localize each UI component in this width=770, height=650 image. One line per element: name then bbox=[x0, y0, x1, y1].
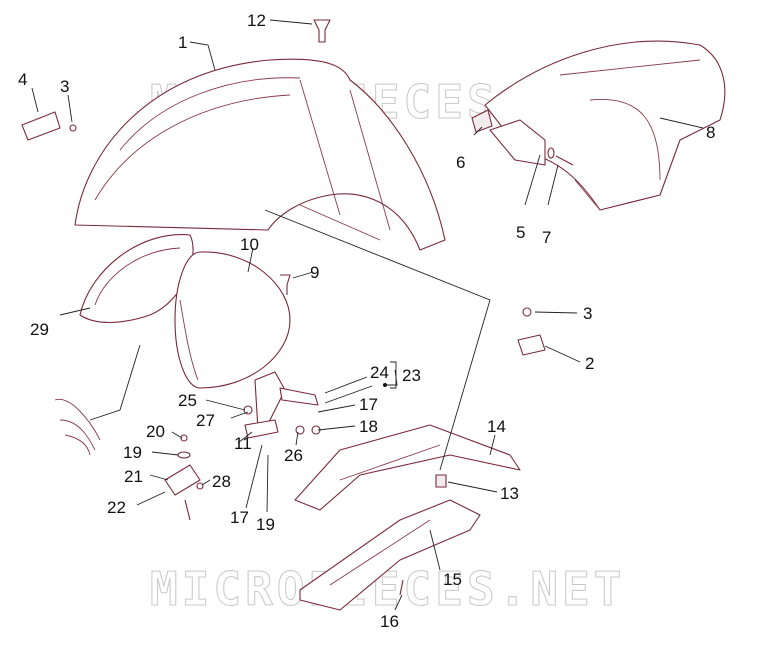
callout-3-left: 3 bbox=[60, 77, 69, 96]
top-screw-part bbox=[313, 19, 331, 43]
callout-13: 13 bbox=[500, 484, 519, 503]
callout-23-dot bbox=[383, 383, 387, 387]
callout-24: 24 bbox=[370, 363, 389, 382]
callout-27: 27 bbox=[196, 411, 215, 430]
callout-7: 7 bbox=[542, 228, 551, 247]
callout-12: 12 bbox=[247, 11, 266, 30]
bottom-screw-part bbox=[399, 579, 404, 596]
callout-15: 15 bbox=[443, 570, 462, 589]
callout-28: 28 bbox=[212, 472, 231, 491]
leader-lines bbox=[31, 19, 704, 611]
callout-17-bottom: 17 bbox=[230, 508, 249, 527]
callout-11: 11 bbox=[234, 434, 252, 453]
harness-guide-line bbox=[89, 344, 141, 421]
front-mudguard-part bbox=[74, 58, 446, 251]
callout-26: 26 bbox=[284, 446, 303, 465]
rear-frame-part bbox=[294, 424, 521, 511]
callout-22: 22 bbox=[107, 498, 126, 517]
callout-29: 29 bbox=[30, 320, 49, 339]
callout-2: 2 bbox=[585, 354, 594, 373]
callout-9: 9 bbox=[310, 263, 319, 282]
headlight-shell-part bbox=[174, 251, 291, 389]
callout-23-bracket bbox=[390, 361, 397, 389]
callout-19-bottom: 19 bbox=[256, 515, 275, 534]
callout-8: 8 bbox=[706, 123, 715, 142]
callout-4: 4 bbox=[18, 70, 27, 89]
callout-5: 5 bbox=[516, 223, 525, 242]
callout-3-right: 3 bbox=[583, 304, 592, 323]
small-bracket-part bbox=[164, 434, 204, 521]
right-clip-part bbox=[517, 307, 546, 356]
callout-18: 19 bbox=[123, 443, 142, 462]
rear-mudguard-part bbox=[484, 40, 726, 211]
callout-21: 21 bbox=[124, 467, 143, 486]
shell-screw-part bbox=[280, 274, 291, 295]
frame-cap-part bbox=[435, 474, 447, 488]
callout-20: 20 bbox=[146, 422, 165, 441]
rear-bracket-part bbox=[471, 109, 574, 166]
callout-6: 6 bbox=[456, 153, 465, 172]
callout-16: 16 bbox=[380, 612, 399, 631]
left-clip-part bbox=[21, 111, 77, 141]
callout-23: 23 bbox=[402, 366, 421, 385]
mount-bracket-part bbox=[243, 371, 321, 439]
wire-harness-part bbox=[54, 398, 101, 456]
callout-10: 10 bbox=[240, 235, 259, 254]
callout-14: 14 bbox=[487, 417, 506, 436]
callout-17-right: 17 bbox=[359, 395, 378, 414]
assembly-guide-line bbox=[264, 209, 491, 471]
lower-frame-part bbox=[299, 499, 481, 611]
callout-1: 1 bbox=[178, 33, 187, 52]
callout-25: 25 bbox=[178, 391, 197, 410]
callout-19-right: 18 bbox=[359, 417, 378, 436]
